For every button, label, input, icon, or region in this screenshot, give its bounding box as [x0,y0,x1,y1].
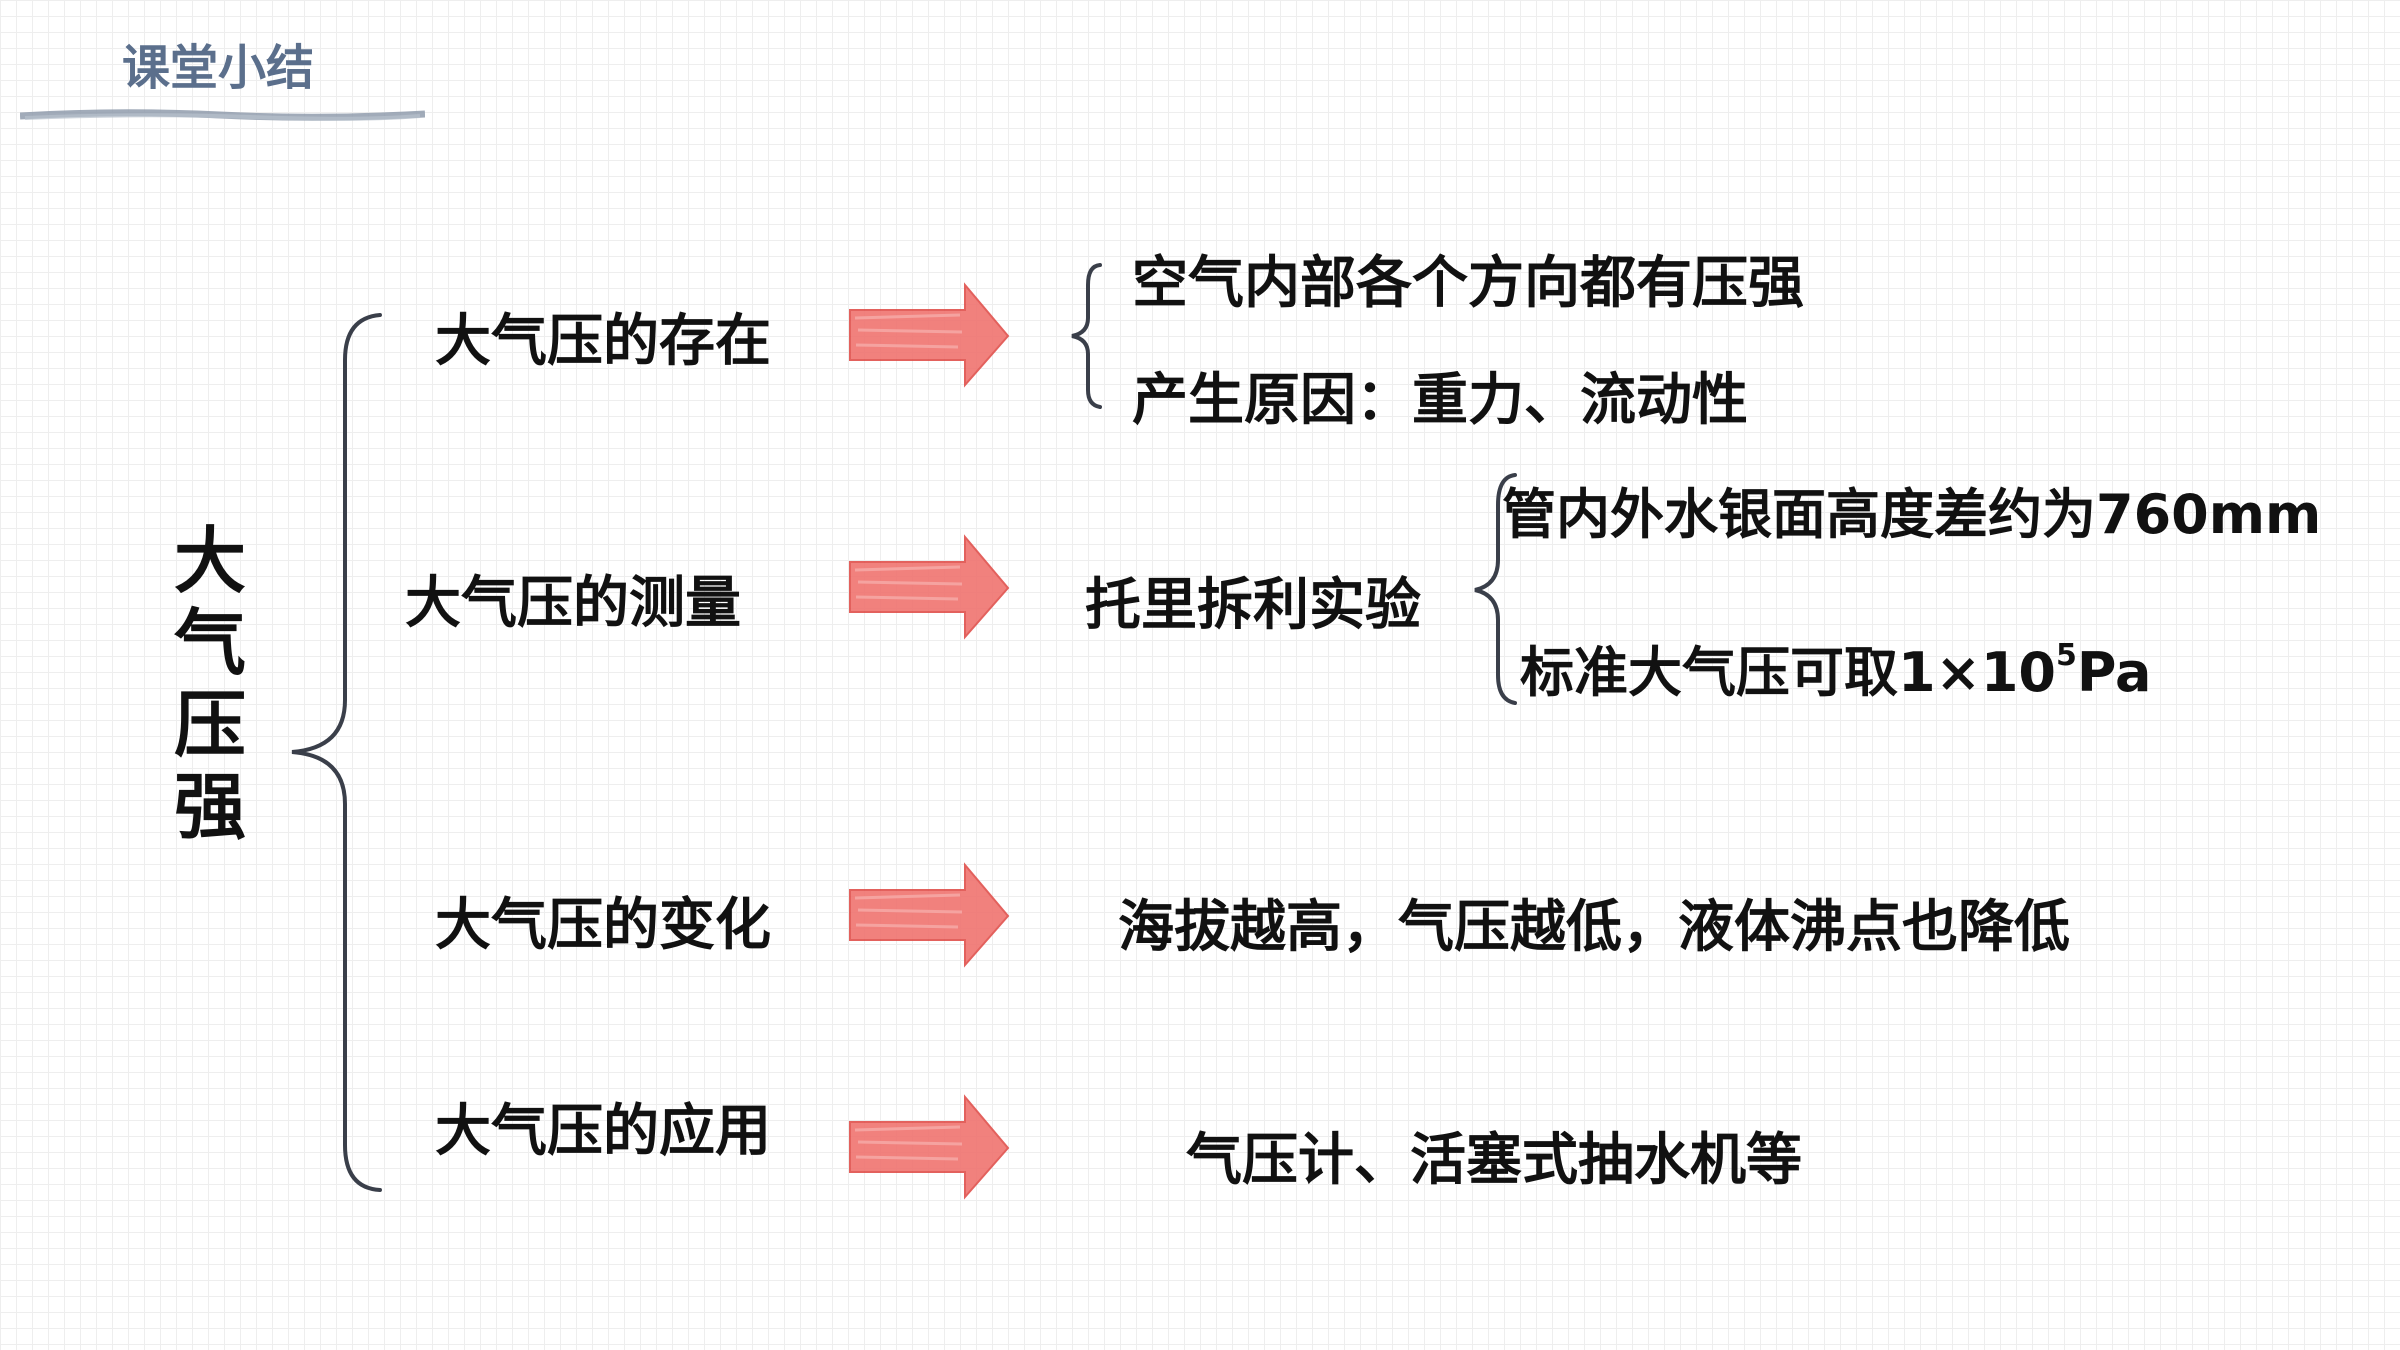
branch-existence: 大气压的存在 [435,309,771,374]
unit-text: Pa [2076,641,2152,704]
exponent: 5 [2055,638,2077,673]
right-arrow-icon [849,282,1010,388]
branch-change: 大气压的变化 [435,893,771,958]
standard-pressure-text: 标准大气压可取1×10 [1520,641,2056,704]
leaf-application: 气压计、活塞式抽水机等 [1186,1128,1802,1193]
page-title: 课堂小结 [122,40,315,96]
right-arrow-icon [849,862,1010,968]
main-brace [291,313,382,1192]
title-underline [20,109,425,121]
leaf-measurement-1: 管内外水银面高度差约为760mm [1502,483,2322,546]
leaf-existence-1: 空气内部各个方向都有压强 [1132,251,1804,316]
branch-measurement: 大气压的测量 [405,571,741,636]
existence-brace [1071,263,1102,409]
branch-application: 大气压的应用 [435,1099,771,1164]
right-arrow-icon [849,1094,1010,1200]
right-arrow-icon [849,534,1010,640]
leaf-existence-2: 产生原因：重力、流动性 [1132,368,1748,433]
measurement-method: 托里拆利实验 [1085,573,1421,638]
measurement-brace [1474,473,1517,705]
leaf-change: 海拔越高，气压越低，液体沸点也降低 [1118,895,2070,960]
leaf-measurement-2: 标准大气压可取1×105Pa [1520,628,2151,707]
root-label: 大气压强 [173,519,246,849]
